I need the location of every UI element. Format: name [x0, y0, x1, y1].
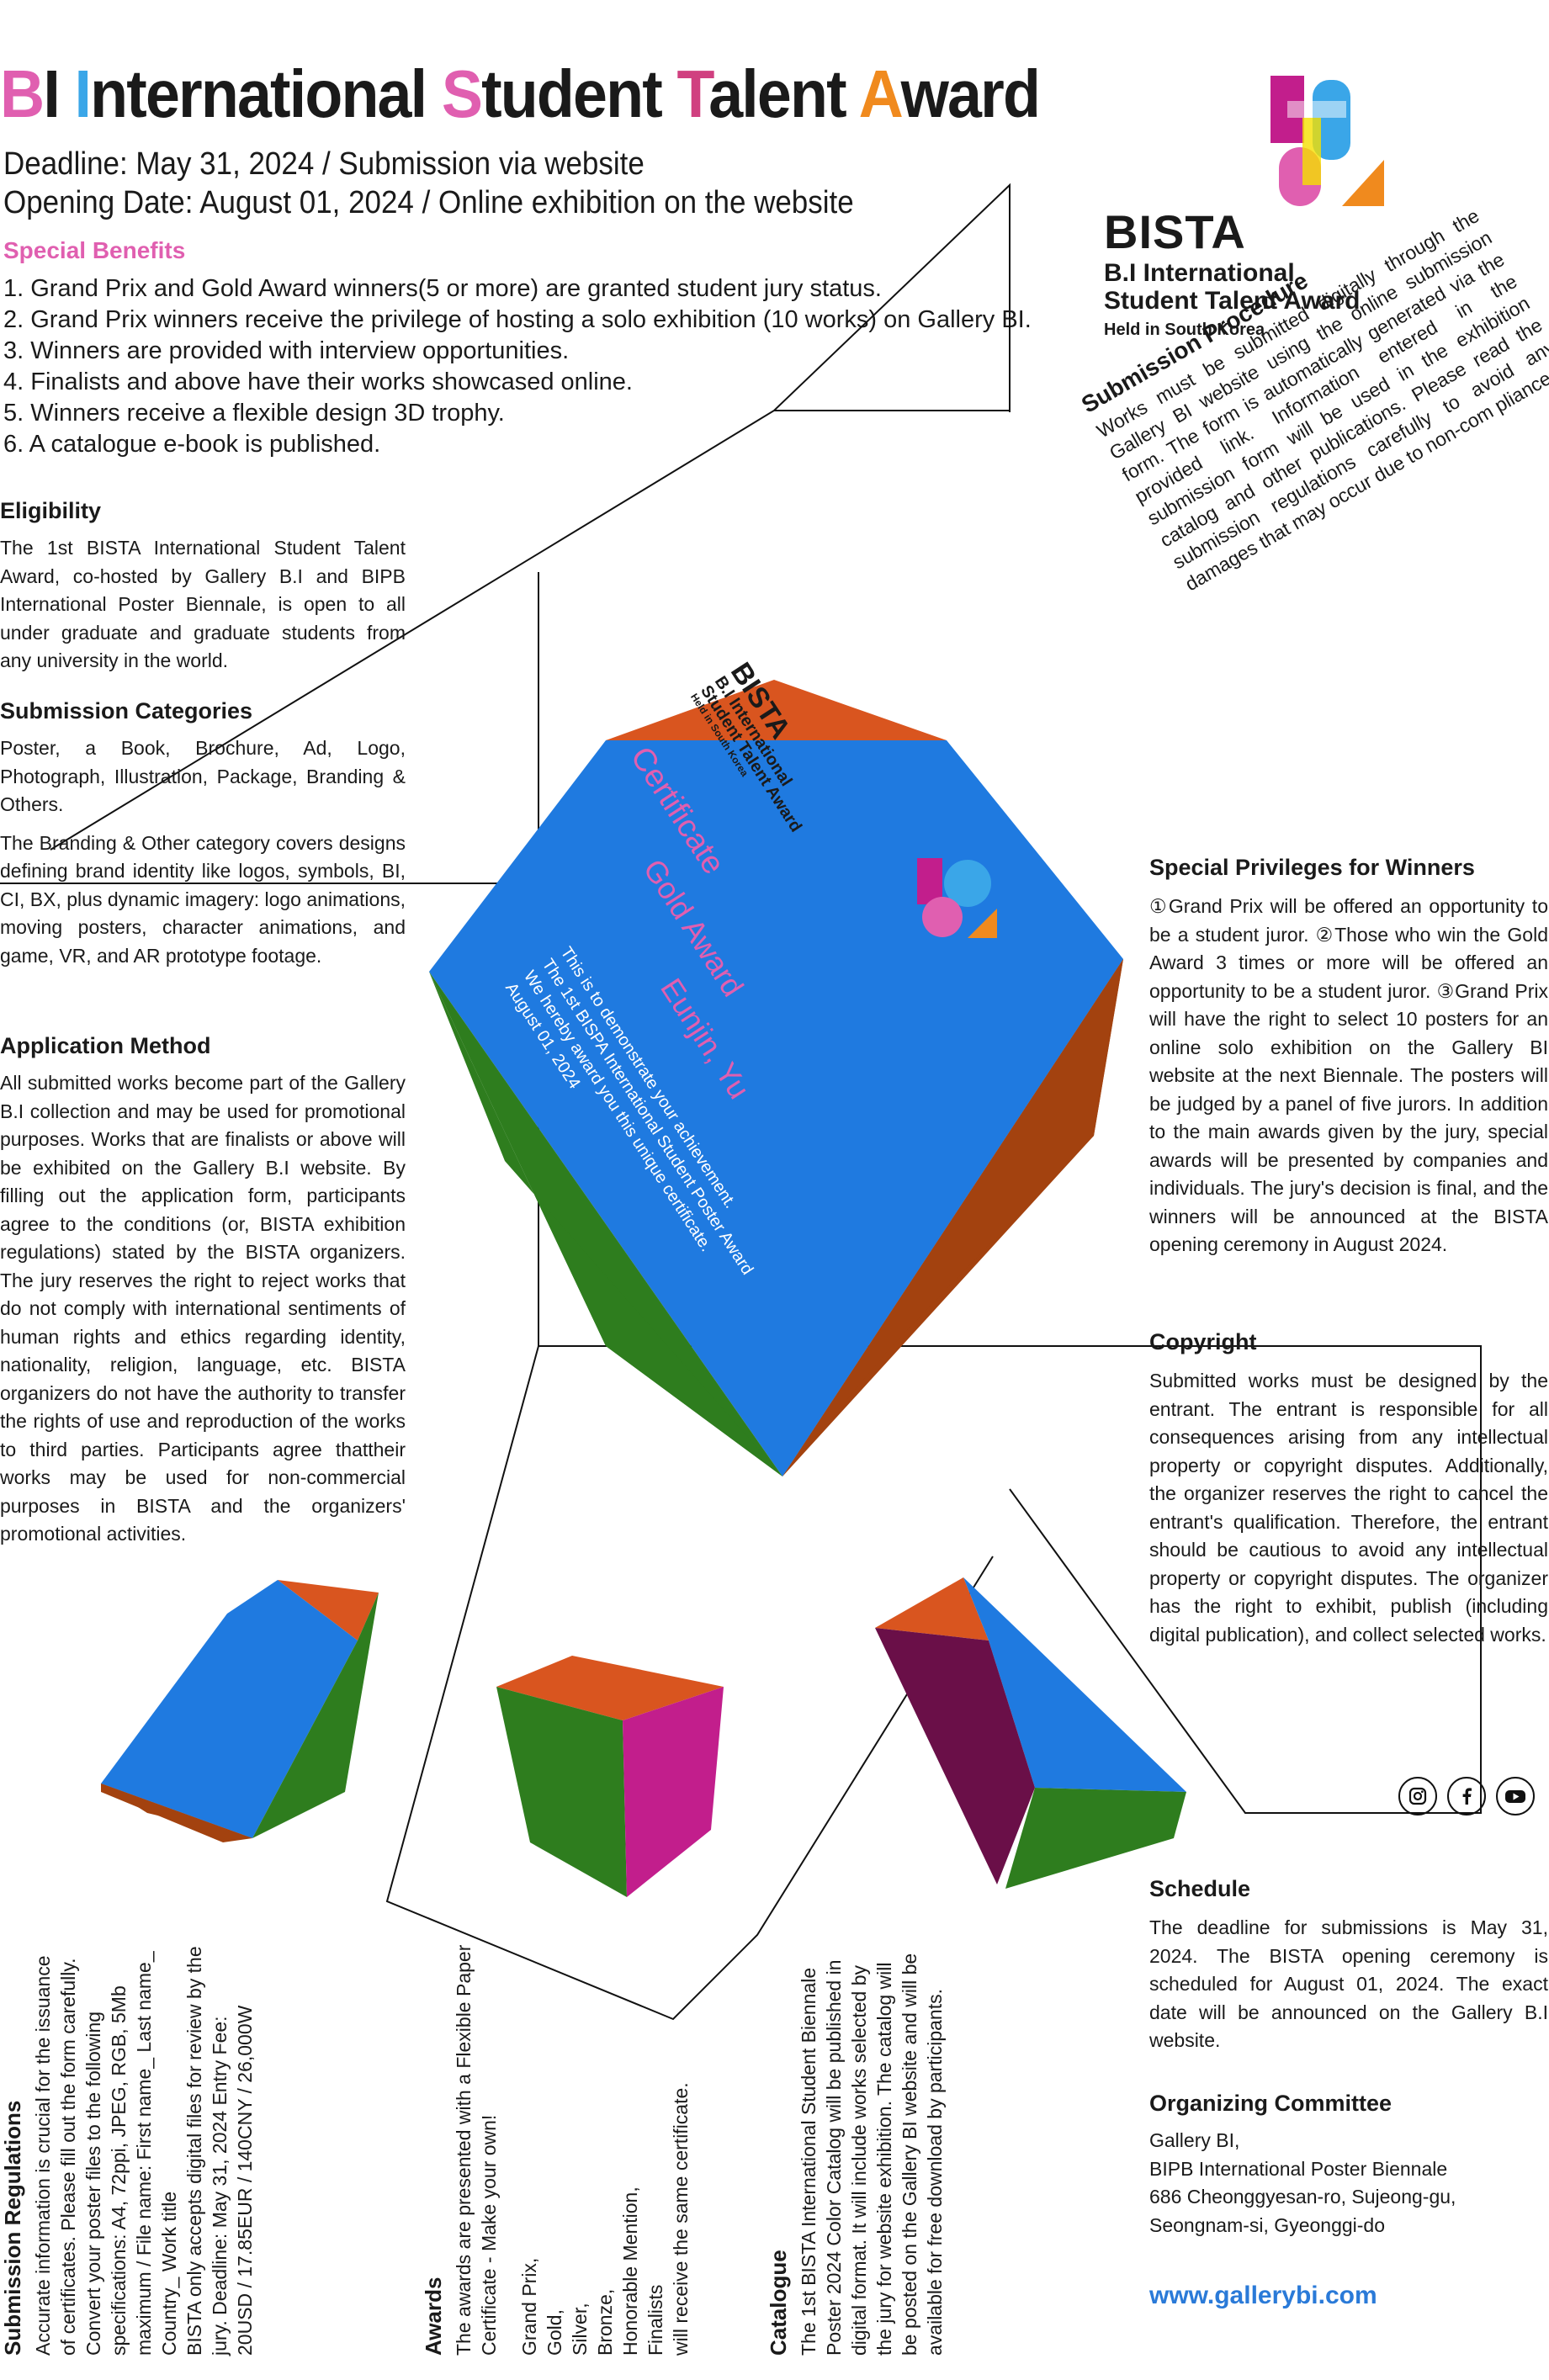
- certificate-logo-mark: [917, 858, 997, 938]
- categories-heading: Submission Categories: [0, 698, 253, 724]
- committee-line: Seongnam-si, Gyeonggi-do: [1149, 2213, 1385, 2236]
- categories-text: Poster, a Book, Brochure, Ad, Logo, Phot…: [0, 737, 406, 815]
- benefit-item: 4. Finalists and above have their works …: [3, 368, 633, 395]
- certificate-text: This is to demonstrate your achievement.…: [500, 943, 776, 1303]
- award-item: Gold,: [544, 2309, 565, 2356]
- title-part: nternational: [90, 56, 442, 131]
- certificate-name: Eunjin, Yu: [654, 972, 757, 1105]
- awards-text: The awards are presented with a Flexible…: [453, 1944, 500, 2356]
- title-letter-t: T: [676, 56, 710, 131]
- committee-heading: Organizing Committee: [1149, 2091, 1393, 2116]
- trophy-polyhedron-left: [101, 1580, 379, 1842]
- instagram-icon[interactable]: [1398, 1777, 1437, 1815]
- title-part: ward: [900, 56, 1041, 131]
- trophy-polyhedron-right: [875, 1577, 1186, 1889]
- copyright-section: Copyright Submitted works must be design…: [1149, 1329, 1548, 1649]
- eligibility-section: Eligibility The 1st BISTA International …: [0, 498, 406, 676]
- committee-line: BIPB International Poster Biennale: [1149, 2157, 1448, 2180]
- copyright-text: Submitted works must be designed by the …: [1149, 1370, 1548, 1646]
- schedule-section: Schedule The deadline for submissions is…: [1149, 1876, 1548, 2055]
- youtube-glyph: [1505, 1790, 1525, 1803]
- award-item: Silver,: [569, 2303, 591, 2356]
- title-part: tudent: [481, 56, 677, 131]
- committee-address: Gallery BI, BIPB International Poster Bi…: [1149, 2127, 1548, 2240]
- benefit-item: 5. Winners receive a flexible design 3D …: [3, 400, 505, 427]
- privileges-heading: Special Privileges for Winners: [1149, 855, 1475, 880]
- catalogue-section: Catalogue The 1st BISTA International St…: [766, 1943, 1026, 2356]
- regulations-fee: 20USD / 17.85EUR / 140CNY / 26,000W: [234, 2005, 256, 2356]
- instagram-glyph: [1408, 1787, 1427, 1805]
- youtube-icon[interactable]: [1496, 1777, 1535, 1815]
- logo-line-3: Held in South Korea: [1104, 321, 1265, 339]
- benefits-list: 1. Grand Prix and Gold Award winners(5 o…: [3, 273, 1032, 460]
- bista-logo-mark: [1270, 76, 1384, 206]
- logo-line-2: Student Talent Award: [1104, 287, 1361, 315]
- privileges-section: Special Privileges for Winners ①Grand Pr…: [1149, 855, 1548, 1259]
- committee-line: Gallery BI,: [1149, 2129, 1240, 2151]
- award-item: Bronze,: [594, 2288, 616, 2356]
- deadline-line: Deadline: May 31, 2024 / Submission via …: [3, 146, 645, 182]
- title-letter-a: A: [858, 56, 903, 131]
- regulations-heading: Submission Regulations: [0, 2100, 25, 2356]
- facebook-icon[interactable]: [1447, 1777, 1486, 1815]
- facebook-glyph: [1462, 1788, 1472, 1805]
- social-icons: [1398, 1777, 1535, 1815]
- categories-branding-text: The Branding & Other category covers des…: [0, 831, 406, 967]
- application-text: All submitted works become part of the G…: [0, 1072, 406, 1545]
- awards-section: Awards The awards are presented with a F…: [421, 1943, 698, 2356]
- title-letter-s: S: [441, 56, 483, 131]
- eligibility-heading: Eligibility: [0, 498, 102, 523]
- copyright-heading: Copyright: [1149, 1329, 1257, 1354]
- page-title: BI International Student Talent Award: [0, 61, 1041, 128]
- award-item: Honorable Mention,: [619, 2187, 641, 2356]
- benefit-item: 1. Grand Prix and Gold Award winners(5 o…: [3, 275, 882, 302]
- regulations-text: Accurate information is crucial for the …: [32, 1951, 180, 2356]
- categories-section: Submission Categories Poster, a Book, Br…: [0, 698, 406, 970]
- certificate-line: The 1st BISPA International Student Post…: [538, 955, 757, 1279]
- catalogue-heading: Catalogue: [766, 2250, 791, 2356]
- website-link[interactable]: www.gallerybi.com: [1149, 2282, 1377, 2309]
- schedule-heading: Schedule: [1149, 1876, 1251, 1901]
- awards-heading: Awards: [421, 2277, 446, 2356]
- benefit-item: 3. Winners are provided with interview o…: [3, 337, 570, 364]
- logo-line-1: B.I International: [1104, 259, 1295, 287]
- opening-line: Opening Date: August 01, 2024 / Online e…: [3, 185, 854, 220]
- application-section: Application Method All submitted works b…: [0, 1033, 406, 1549]
- application-heading: Application Method: [0, 1033, 211, 1058]
- title-part: alent: [708, 56, 859, 131]
- awards-note: will receive the same certificate.: [670, 2082, 692, 2356]
- committee-line: 686 Cheonggyesan-ro, Sujeong-gu,: [1149, 2186, 1456, 2208]
- award-item: Finalists: [645, 2284, 666, 2356]
- benefit-item: 6. A catalogue e-book is published.: [3, 431, 381, 458]
- award-item: Grand Prix,: [518, 2257, 540, 2356]
- privileges-text: ①Grand Prix will be offered an opportuni…: [1149, 895, 1548, 1255]
- title-letter-b: B: [0, 56, 45, 131]
- committee-section: Organizing Committee Gallery BI, BIPB In…: [1149, 2091, 1548, 2240]
- title-part: I: [43, 56, 75, 131]
- trophy-polyhedron-center: [496, 1656, 724, 1897]
- eligibility-text: The 1st BISTA International Student Tale…: [0, 537, 406, 671]
- title-letter-i: I: [74, 56, 92, 131]
- catalogue-text: The 1st BISTA International Student Bien…: [798, 1953, 946, 2356]
- schedule-text: The deadline for submissions is May 31, …: [1149, 1916, 1548, 2051]
- regulations-text-2: BISTA only accepts digital files for rev…: [183, 1946, 231, 2356]
- logo-name: BISTA: [1104, 205, 1246, 258]
- regulations-section: Submission Regulations Accurate informat…: [0, 1943, 328, 2356]
- benefits-heading: Special Benefits: [3, 237, 186, 263]
